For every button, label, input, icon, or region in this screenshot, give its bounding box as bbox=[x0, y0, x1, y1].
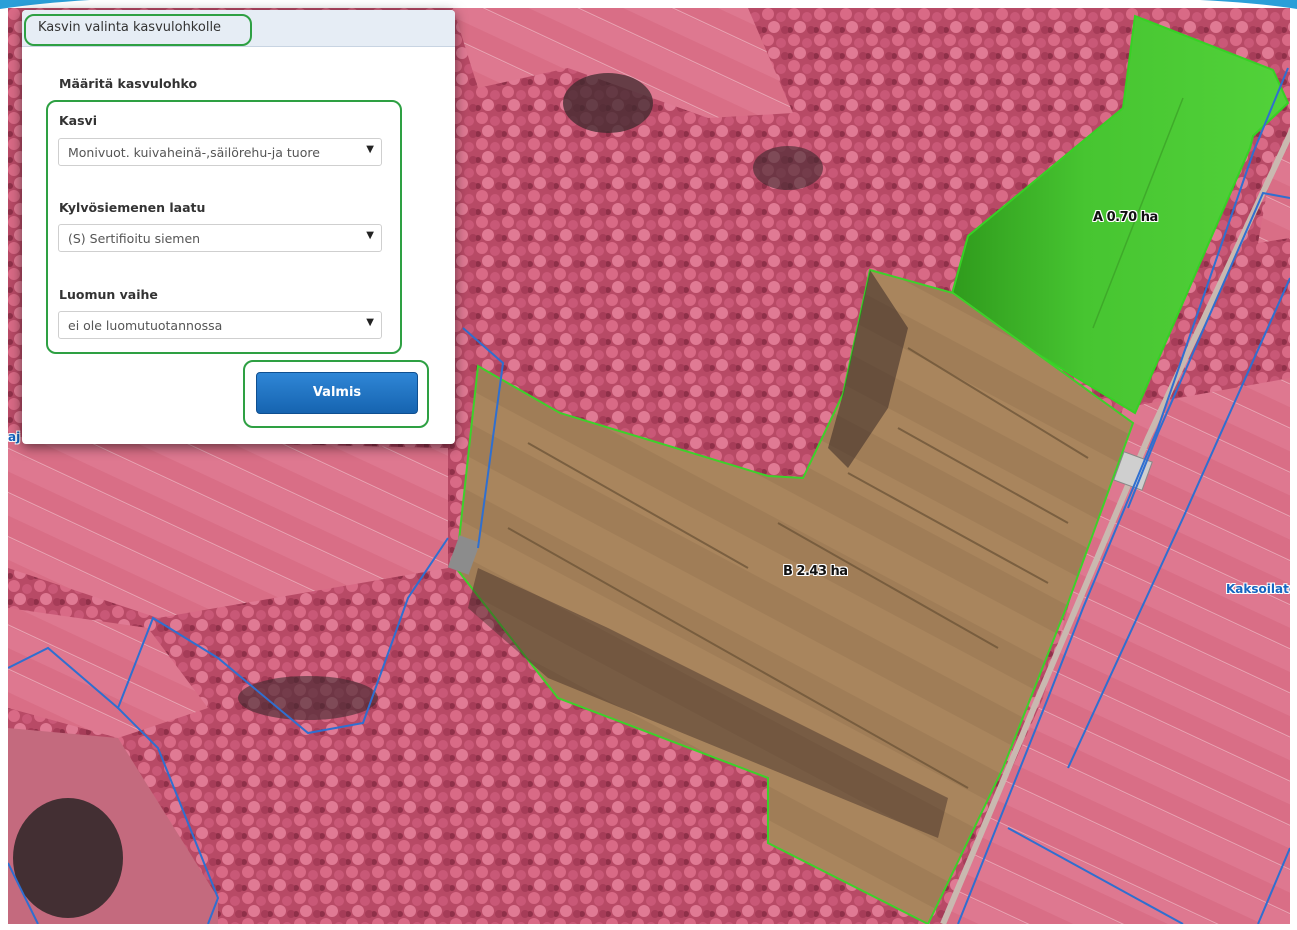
done-button[interactable]: Valmis bbox=[256, 372, 418, 414]
field-left-lower bbox=[8, 608, 208, 738]
property-boundaries bbox=[8, 67, 1290, 924]
organic-stage-label: Luomun vaihe bbox=[59, 287, 158, 302]
crop-select[interactable]: Monivuot. kuivaheinä-,säilörehu-ja tuore… bbox=[58, 138, 382, 166]
seed-quality-select-value: (S) Sertifioitu siemen bbox=[68, 231, 201, 246]
place-label-kaksoilato: Kaksoilato bbox=[1226, 582, 1290, 596]
dialog-title: Kasvin valinta kasvulohkolle bbox=[38, 20, 222, 35]
organic-stage-select-value: ei ole luomutuotannossa bbox=[68, 318, 223, 333]
place-label-left: aj bbox=[8, 430, 21, 444]
field-left bbox=[8, 438, 448, 618]
crop-label: Kasvi bbox=[59, 113, 97, 128]
field-top bbox=[453, 8, 793, 118]
building-small bbox=[447, 535, 481, 575]
crop-select-value: Monivuot. kuivaheinä-,säilörehu-ja tuore bbox=[68, 145, 320, 160]
top-accent-stripe bbox=[0, 0, 1297, 9]
building bbox=[1113, 451, 1153, 491]
field-right bbox=[943, 378, 1290, 924]
seed-quality-select[interactable]: (S) Sertifioitu siemen ▼ bbox=[58, 224, 382, 252]
crop-selection-dialog: Kasvin valinta kasvulohkolle Määritä kas… bbox=[22, 10, 455, 444]
chevron-down-icon: ▼ bbox=[366, 317, 374, 328]
section-heading: Määritä kasvulohko bbox=[59, 76, 198, 91]
map-view[interactable]: A 0.70 ha B 2.43 ha Kaksoilato aj bbox=[8, 8, 1290, 924]
chevron-down-icon: ▼ bbox=[366, 144, 374, 155]
seed-quality-label: Kylvösiemenen laatu bbox=[59, 200, 206, 215]
organic-stage-select[interactable]: ei ole luomutuotannossa ▼ bbox=[58, 311, 382, 339]
parcel-b[interactable] bbox=[454, 268, 1135, 924]
parcel-a-label: A 0.70 ha bbox=[1093, 210, 1158, 225]
parcel-b-label: B 2.43 ha bbox=[783, 564, 848, 579]
dialog-header: Kasvin valinta kasvulohkolle bbox=[22, 10, 455, 47]
chevron-down-icon: ▼ bbox=[366, 230, 374, 241]
aerial-map-canvas[interactable] bbox=[8, 8, 1290, 924]
